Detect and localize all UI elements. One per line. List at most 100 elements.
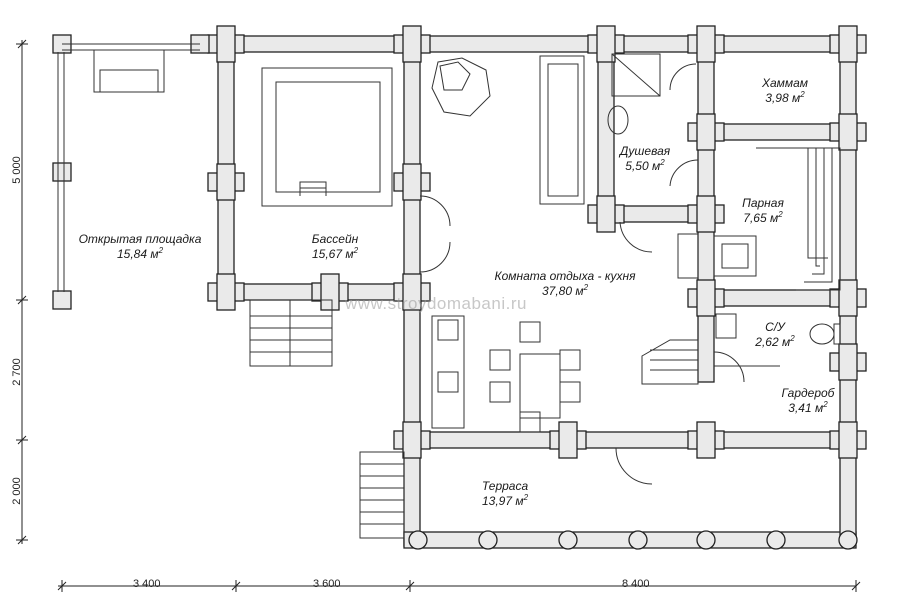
- room-area: 7,65: [743, 211, 767, 226]
- log-walls: [52, 25, 867, 550]
- room-label-wardrobe: Гардероб 3,41 м2: [768, 386, 848, 416]
- watermark: www.stroydomabani.ru: [345, 294, 527, 313]
- dim-bottom-3: 8 400: [622, 578, 650, 590]
- room-name: Открытая площадка: [78, 232, 202, 246]
- terrace-post: [478, 530, 498, 550]
- shower-tray: [611, 53, 661, 97]
- wall-joint: [402, 273, 422, 311]
- room-area: 15,67: [311, 247, 342, 262]
- pool-inner: [275, 81, 381, 193]
- pool-ladder: [299, 181, 327, 196]
- wall-joint: [838, 113, 858, 151]
- terrace-door: [615, 447, 653, 485]
- terrace-post: [628, 530, 648, 550]
- wc-sink: [715, 313, 737, 339]
- shower-entry-door: [619, 221, 653, 253]
- room-area: 3,41: [788, 401, 812, 416]
- wc-door: [713, 351, 745, 383]
- kitchen-counter: [431, 315, 465, 429]
- dimension-tick: [17, 39, 27, 49]
- dim-left-2: 2 700: [11, 358, 23, 386]
- stairs: [641, 339, 699, 385]
- toilet-tank: [833, 323, 841, 345]
- room-name: Терраса: [481, 479, 529, 493]
- wall: [403, 35, 421, 439]
- terrace-post: [558, 530, 578, 550]
- chair: [519, 321, 541, 343]
- sauna-heater: [713, 235, 757, 277]
- wall-joint: [216, 25, 236, 63]
- shower-door: [669, 63, 697, 91]
- chair: [489, 381, 511, 403]
- chair: [489, 349, 511, 371]
- dimension-tick: [405, 581, 415, 591]
- dimension-tick: [17, 535, 27, 545]
- wall-joint: [696, 25, 716, 63]
- room-name: С/У: [765, 320, 785, 334]
- dim-bottom-2: 3 600: [313, 578, 341, 590]
- room-label-pool: Бассейн 15,67 м2: [270, 232, 400, 262]
- wall-joint: [696, 113, 716, 151]
- room-area: 3,98: [765, 91, 789, 106]
- room-name: Бассейн: [311, 232, 359, 246]
- wall: [839, 35, 857, 445]
- terrace-post: [766, 530, 786, 550]
- room-label-lounge: Комната отдыха - кухня 37,80 м2: [470, 269, 660, 299]
- room-label-shower: Душевая 5,50 м2: [605, 144, 685, 174]
- room-area: 13,97: [481, 494, 512, 509]
- stove: [439, 61, 471, 91]
- room-name: Гардероб: [781, 386, 835, 400]
- room-label-steam: Парная 7,65 м2: [728, 196, 798, 226]
- room-label-terrace: Терраса 13,97 м2: [460, 479, 550, 509]
- shower-tray: [611, 53, 661, 97]
- dining-table: [519, 353, 561, 419]
- heater-firebox: [677, 233, 699, 279]
- dim-left-3: 2 000: [11, 477, 23, 505]
- terrace-steps: [359, 451, 405, 539]
- dim-left-1: 5 000: [11, 156, 23, 184]
- dimension-tick: [231, 581, 241, 591]
- open-area-post: [52, 162, 72, 182]
- dimension-lines: [16, 39, 861, 592]
- chair: [559, 381, 581, 403]
- wall-joint: [596, 195, 616, 233]
- wall-joint: [402, 421, 422, 459]
- room-name: Душевая: [619, 144, 671, 158]
- room-name: Парная: [742, 196, 784, 210]
- pool-door: [419, 195, 451, 273]
- sofa: [539, 55, 585, 205]
- terrace-post: [696, 530, 716, 550]
- wall-joint: [696, 279, 716, 317]
- dimension-tick: [17, 295, 27, 305]
- wall-joint: [402, 163, 422, 201]
- dim-bottom-1: 3 400: [133, 578, 161, 590]
- room-area: 37,80: [541, 284, 572, 299]
- fixtures: [57, 43, 841, 539]
- dimension-tick: [17, 435, 27, 445]
- open-area-post: [52, 290, 72, 310]
- wall-joint: [838, 343, 858, 381]
- wall-joint: [216, 163, 236, 201]
- wall: [217, 35, 859, 53]
- sauna-bench: [788, 147, 828, 259]
- wall-joint: [696, 195, 716, 233]
- wall-joint: [320, 273, 340, 311]
- grill-table: [99, 69, 159, 93]
- wall-joint: [696, 421, 716, 459]
- sofa-seat: [547, 63, 579, 197]
- wall-joint: [838, 421, 858, 459]
- room-label-open-area: Открытая площадка 15,84 м2: [60, 232, 220, 262]
- wall-joint: [838, 279, 858, 317]
- washbasin: [607, 105, 629, 135]
- wall-joint: [838, 25, 858, 63]
- cooktop: [437, 319, 459, 341]
- wall-joint: [596, 25, 616, 63]
- stove-surround: [431, 57, 491, 117]
- wall-joint: [558, 421, 578, 459]
- wall: [403, 431, 857, 449]
- room-label-wc: С/У 2,62 м2: [740, 320, 810, 350]
- sauna-heater: [721, 243, 749, 269]
- grill-table: [93, 49, 165, 93]
- room-area: 15,84: [116, 247, 147, 262]
